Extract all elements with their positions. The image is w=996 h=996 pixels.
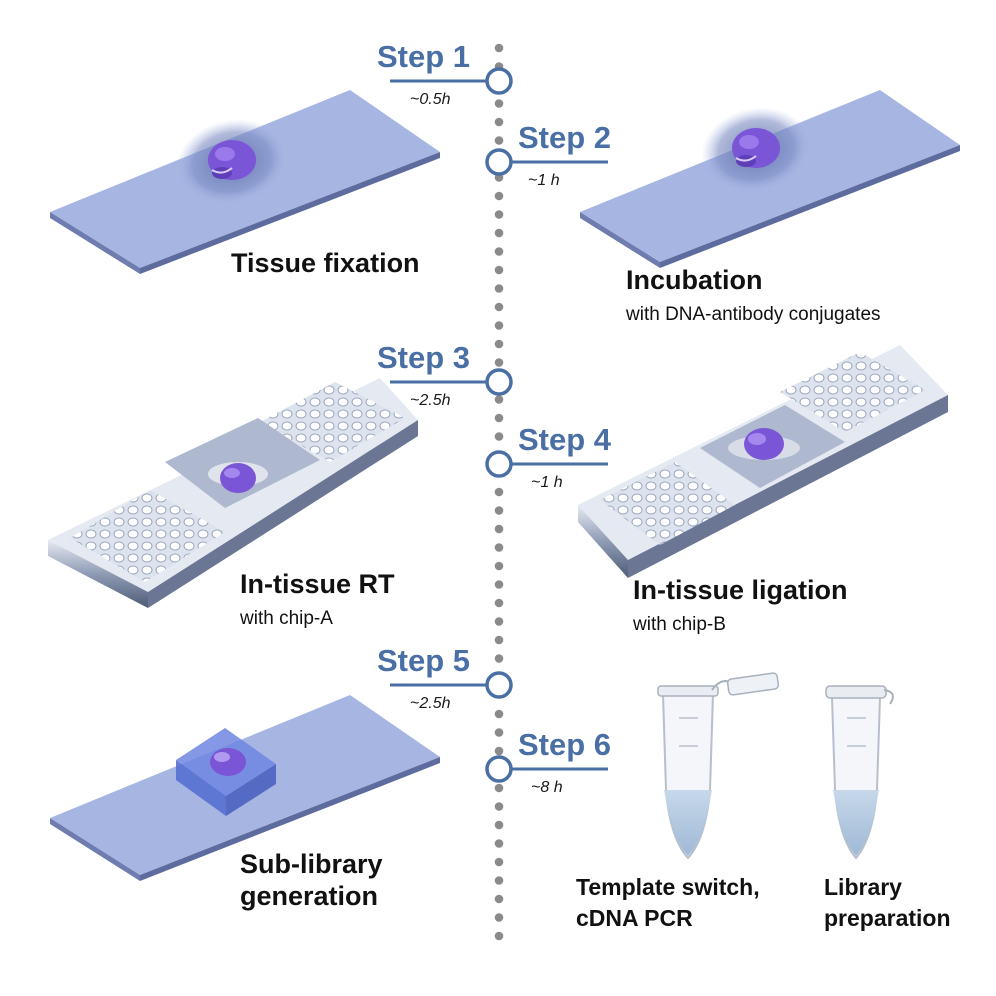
tissue-sample-icon [732, 128, 780, 168]
incubation-slide [580, 90, 960, 268]
timeline-dot [494, 321, 504, 330]
timeline-dot [494, 247, 504, 256]
timeline-dot [494, 598, 504, 608]
step-marker-3: Step 3 ~2.5h [377, 340, 513, 409]
step-5-label: Step 5 [377, 643, 470, 678]
gel-cube [176, 728, 276, 816]
incubation-title: Incubation [626, 265, 763, 295]
timeline-dot [494, 43, 504, 53]
step-1-duration: ~0.5h [410, 91, 451, 108]
step-3-duration: ~2.5h [410, 392, 451, 409]
pcr-title-line2: cDNA PCR [576, 905, 693, 931]
chip-b [578, 345, 948, 578]
timeline-dot [494, 709, 504, 719]
step-4-duration: ~1 h [531, 474, 563, 491]
tissue-sample-icon [744, 428, 784, 460]
timeline-dot [494, 339, 504, 349]
timeline-dot [494, 635, 504, 645]
timeline-dot [494, 561, 504, 571]
timeline-dots [494, 43, 504, 941]
timeline-dot [494, 857, 504, 867]
step-6-duration: ~8 h [531, 779, 563, 796]
sublibrary-title-line2: generation [240, 881, 378, 911]
timeline-dot [494, 524, 504, 534]
timeline-dot [494, 228, 504, 238]
rt-title: In-tissue RT [240, 569, 395, 599]
timeline-dot [494, 136, 504, 145]
fixation-title: Tissue fixation [231, 248, 420, 278]
pcr-tube-icon [657, 672, 780, 860]
timeline-dot [494, 543, 504, 552]
timeline-dot [494, 99, 504, 108]
chip-a [48, 378, 418, 608]
timeline-dot [494, 728, 504, 737]
timeline-dot [494, 284, 504, 293]
ligation-subtitle: with chip-B [632, 614, 726, 635]
tissue-sample-icon [220, 463, 256, 493]
timeline-dot [494, 210, 504, 219]
timeline-dot [494, 913, 504, 922]
sublibrary-title-line1: Sub-library [240, 849, 383, 879]
timeline-dot [494, 802, 504, 811]
libprep-title-line1: Library [824, 874, 902, 900]
step-1-label: Step 1 [377, 39, 470, 74]
timeline-dot [494, 358, 504, 367]
step-marker-1: Step 1 ~0.5h [377, 39, 513, 108]
timeline-dot [494, 117, 504, 127]
timeline-dot [494, 580, 504, 589]
sublibrary-slide [50, 695, 440, 881]
step-2-label: Step 2 [518, 120, 611, 155]
timeline-dot [494, 820, 504, 830]
step-marker-4: Step 4 ~1 h [485, 422, 612, 491]
tissue-sample-icon [210, 748, 246, 776]
step-2-duration: ~1 h [528, 172, 560, 189]
step-marker-5: Step 5 ~2.5h [377, 643, 513, 712]
step-6-label: Step 6 [518, 727, 611, 762]
timeline-dot [494, 617, 504, 626]
incubation-subtitle: with DNA-antibody conjugates [625, 304, 881, 325]
timeline-dot [494, 506, 504, 515]
fixation-slide [50, 90, 440, 274]
timeline-dot [494, 894, 504, 904]
libprep-title-line2: preparation [824, 905, 951, 931]
timeline-dot [494, 487, 504, 497]
timeline-dot [494, 191, 504, 201]
step-3-label: Step 3 [377, 340, 470, 375]
timeline-dot [494, 876, 504, 885]
timeline-dot [494, 654, 504, 663]
timeline-dot [494, 395, 504, 404]
step-5-duration: ~2.5h [410, 695, 451, 712]
timeline-dot [494, 931, 504, 941]
timeline-dot [494, 413, 504, 423]
timeline-dot [494, 839, 504, 848]
step-4-label: Step 4 [518, 422, 612, 457]
library-tube-icon [825, 685, 894, 860]
timeline-dot [494, 746, 504, 756]
step-marker-2: Step 2 ~1 h [485, 120, 611, 189]
rt-subtitle: with chip-A [239, 608, 333, 629]
tissue-sample-icon [208, 140, 256, 180]
ligation-title: In-tissue ligation [633, 575, 848, 605]
timeline-dot [494, 265, 504, 275]
timeline-dot [494, 432, 504, 441]
timeline-dot [494, 783, 504, 793]
step-marker-6: Step 6 ~8 h [485, 727, 611, 796]
pcr-title-line1: Template switch, [576, 874, 760, 900]
timeline-dot [494, 302, 504, 312]
